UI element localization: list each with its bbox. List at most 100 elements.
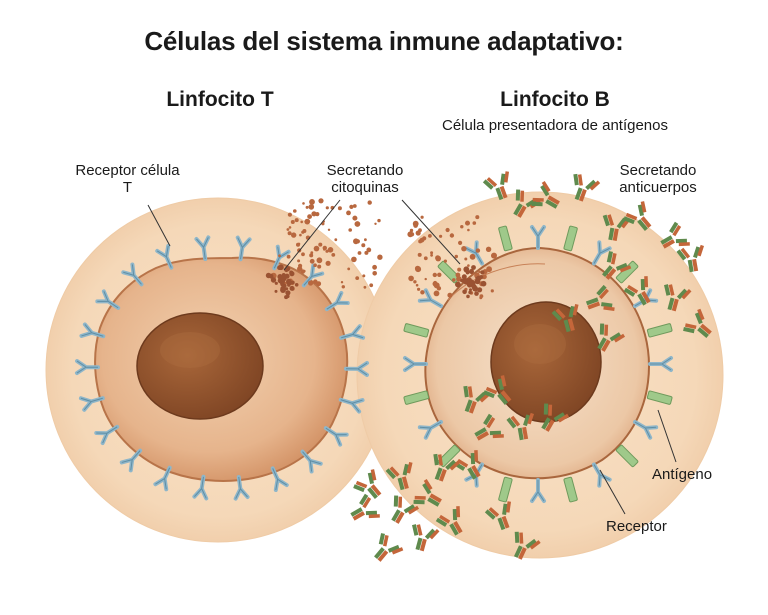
cytokine-dot [471,265,476,270]
cytokine-dot [286,254,291,259]
b-cell-receptors [403,225,673,503]
cytokine-dot [293,209,297,213]
antibody [602,214,631,241]
cytokine-dot [286,278,292,285]
cytokine-dot [479,296,483,300]
b-receptor [632,420,659,440]
cytokine-dot [462,289,467,295]
cytokine-dot [313,279,318,285]
cytokine-dot [464,268,469,273]
antibody [664,284,692,312]
t-receptor [324,290,350,312]
cytokine-dot [475,248,481,253]
t-receptor [194,235,211,262]
cytokine-dot [449,233,455,238]
cytokine-dot [476,272,480,276]
cytokine-dot [480,270,485,275]
cytokine-dot [364,238,367,242]
cytokine-dot [377,254,383,260]
t-receptor [192,474,209,501]
cytokine-dot [354,221,361,227]
cytokine-dot [323,248,326,251]
antibody [531,180,560,209]
cytokine-dot [430,253,433,257]
cytokine-dot [409,228,414,233]
cytokine-dot [469,281,474,286]
antibody [676,244,705,273]
b-receptor-label: Receptor [606,518,667,535]
t-receptor [153,465,172,492]
cytokine-dot [289,271,295,277]
cytokine-dot [475,280,480,285]
cytokine-dot [334,238,338,242]
b-receptor [648,356,673,372]
cytokine-dot [364,250,369,255]
cytokine-dot [491,252,497,259]
cytokine-dot [413,280,417,284]
b-receptor [417,288,444,308]
cytokine-dot [341,285,345,289]
cytokine-dot [432,281,438,287]
cytokine-dot [372,271,378,276]
cytokine-dot [423,256,428,261]
antigen [646,390,673,405]
t-receptor [270,466,289,493]
cytokine-dot [327,247,334,253]
cytokine-dot [408,275,414,282]
antibody [484,501,512,531]
cytokine-dot [443,259,447,263]
cytokine-dot [278,254,281,258]
cytokine-dot [274,289,278,293]
cytokine-dot [302,229,307,233]
cytokine-dot [414,265,421,272]
t-receptor [233,474,250,501]
cytokine-dot [478,270,481,274]
cytokine-dot [280,275,287,282]
antibody [374,533,404,562]
cytokine-dot [351,256,357,263]
cytokine-dot [285,290,291,296]
cyto-leader-left [283,199,341,271]
antigen [563,225,578,252]
antibody [435,506,463,536]
t-receptor [339,324,366,340]
antibody [482,171,510,201]
cytokine-dot [307,214,312,220]
cytokine-dot [296,242,300,247]
cytokine-dot [464,278,470,284]
cytokine-dot [361,243,366,248]
cytokine-dot [412,220,419,227]
cytokine-dot [331,253,336,257]
cytokine-dot [363,285,367,289]
cytokine-dot [466,294,470,299]
t-cell-receptors [74,235,370,501]
cytokine-dot [357,251,362,255]
t-cell-nucleus [136,312,264,420]
cytokine-dot [480,280,487,287]
cytokine-dot [447,292,453,298]
cytokine-dot [316,257,323,264]
cytokine-dot [294,218,299,223]
t-receptor [94,424,120,446]
antigen [403,390,430,405]
cytokine-dot [349,204,354,209]
cytokine-dot [424,277,427,281]
cytokine-dot [284,295,289,300]
cytokine-dot [352,204,357,208]
cytokine-dot [283,284,287,288]
t-cell-title: Linfocito T [166,88,274,111]
antibody [683,308,712,338]
antibody [391,495,420,524]
cytokine-dot [318,242,323,247]
cytokine-dot [309,258,315,264]
cytokine-dot [287,231,292,236]
cytokine-dot [297,259,301,263]
cytokine-dot [458,240,463,245]
cytokine-dot [318,198,324,204]
t-receptor [343,360,370,377]
cytokine-dot [311,211,317,217]
cytokine-dot [268,273,272,277]
tcr-label: Receptor célula T [75,162,180,196]
cytokine-dot [433,290,440,297]
